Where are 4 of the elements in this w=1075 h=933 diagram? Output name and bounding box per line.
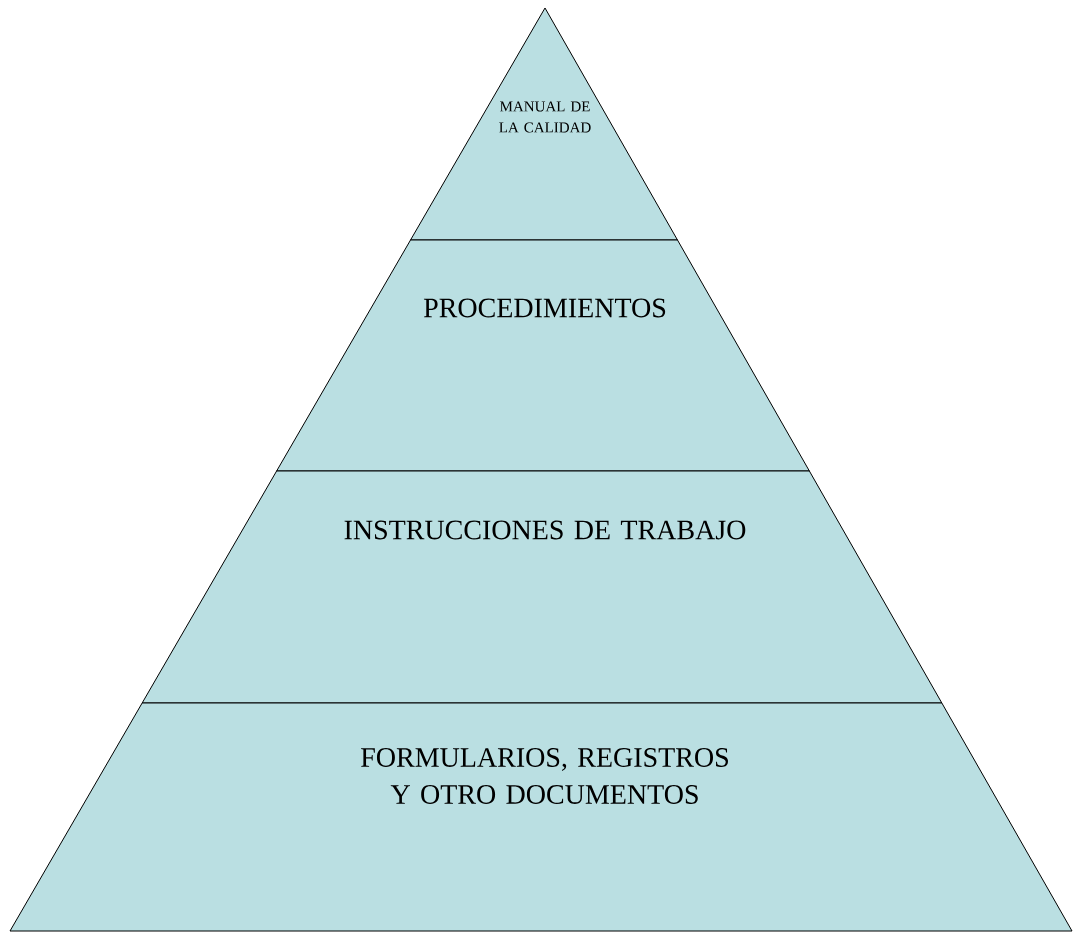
pyramid-tier: INSTRUCCIONES DE TRABAJO [141, 470, 943, 704]
pyramid-tier: PROCEDIMIENTOS [276, 239, 810, 472]
pyramid-tier: MANUAL DE LA CALIDAD [410, 7, 678, 241]
pyramid-tier: FORMULARIOS, REGISTROS Y OTRO DOCUMENTOS [9, 702, 1073, 932]
